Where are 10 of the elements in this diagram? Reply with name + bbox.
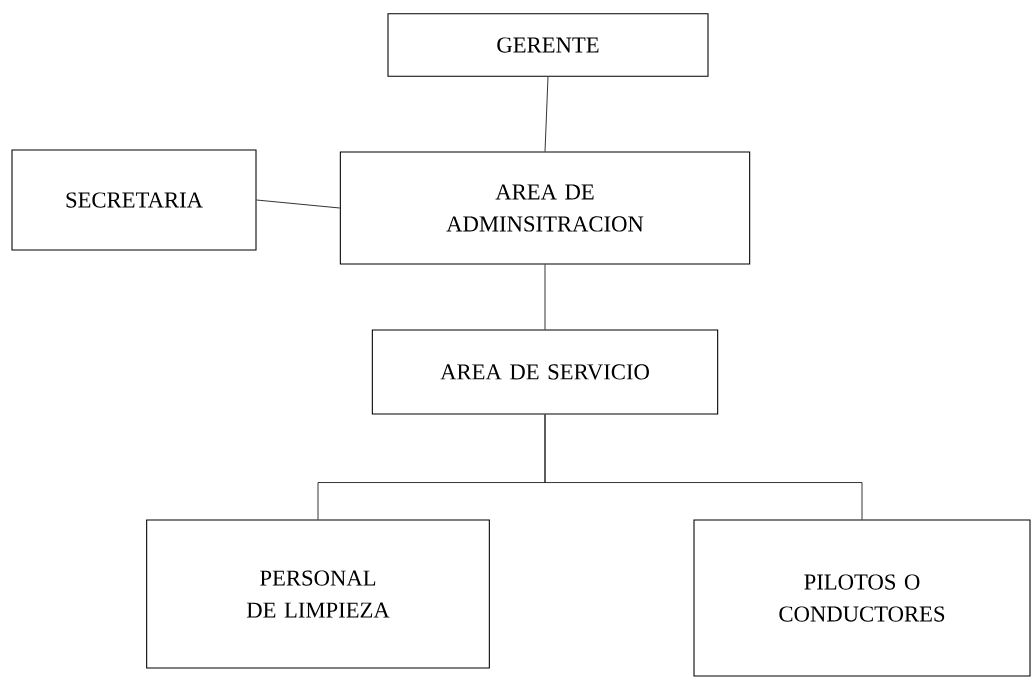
org-box: SECRETARIA [11, 149, 257, 251]
org-box: PILOTOS O CONDUCTORES [693, 519, 1031, 677]
connector-line [544, 414, 863, 520]
org-box: PERSONAL DE LIMPIEZA [146, 519, 490, 669]
org-box: AREA DE ADMINSITRACION [339, 151, 751, 265]
org-box: GERENTE [387, 13, 709, 77]
connector-line [544, 264, 546, 330]
connector-line [256, 199, 341, 209]
connector-line [544, 76, 549, 152]
org-box: AREA DE SERVICIO [371, 329, 719, 415]
